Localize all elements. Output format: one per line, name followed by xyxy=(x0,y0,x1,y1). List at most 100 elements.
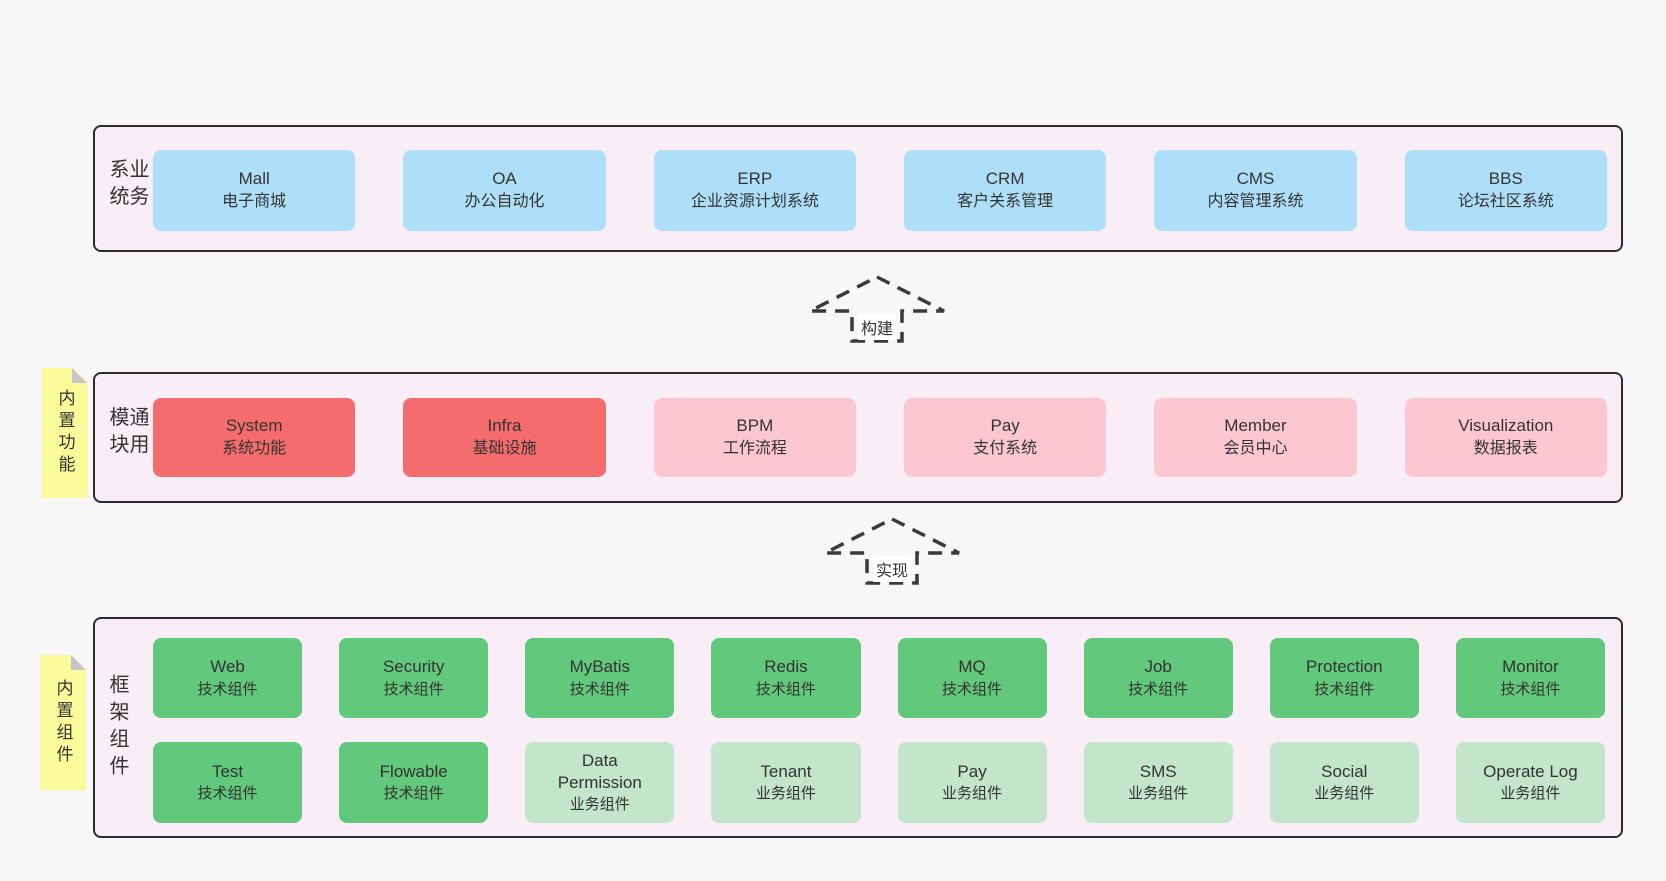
module-box-erp: ERP 企业资源计划系统 xyxy=(653,150,856,231)
component-name: Pay xyxy=(957,761,987,781)
module-name: OA xyxy=(492,169,517,189)
implement-arrow: 实现 xyxy=(822,516,962,586)
module-box-cms: CMS 内容管理系统 xyxy=(1154,150,1357,231)
business-boxes-row: Mall 电子商城 OA 办公自动化 ERP 企业资源计划系统 CRM 客户关系… xyxy=(153,150,1607,231)
component-name: SMS xyxy=(1139,761,1177,781)
module-desc: 支付系统 xyxy=(973,440,1038,458)
component-box-data-permission: Data Permission 业务组件 xyxy=(525,742,675,823)
component-name: Job xyxy=(1144,657,1172,677)
module-box-pay: Pay 支付系统 xyxy=(903,398,1107,477)
module-desc: 论坛社区系统 xyxy=(1457,193,1554,211)
module-desc: 基础设施 xyxy=(472,440,537,458)
component-desc: 技术组件 xyxy=(1314,680,1375,698)
up-arrow-icon xyxy=(824,517,960,585)
module-name: Infra xyxy=(487,416,522,436)
sticky-note-text: 内置组件 xyxy=(53,678,73,767)
component-box-monitor: Monitor 技术组件 xyxy=(1455,638,1605,718)
note-fold-corner-icon xyxy=(71,655,86,670)
component-box-redis: Redis 技术组件 xyxy=(711,638,861,718)
layer-label-business: 业务系统 xyxy=(106,157,148,212)
component-name: Web xyxy=(210,657,245,677)
module-desc: 办公自动化 xyxy=(464,193,545,211)
component-desc: 业务组件 xyxy=(942,785,1003,803)
module-name: Member xyxy=(1224,416,1287,436)
module-name: BPM xyxy=(736,416,774,436)
component-desc: 业务组件 xyxy=(1314,785,1375,803)
module-desc: 企业资源计划系统 xyxy=(690,193,819,211)
module-desc: 电子商城 xyxy=(222,193,287,211)
sticky-note-builtin-functions: 内置功能 xyxy=(42,368,88,498)
component-desc: 技术组件 xyxy=(383,785,444,803)
component-box-operate-log: Operate Log 业务组件 xyxy=(1455,742,1605,823)
layer-label-modules: 通用模块 xyxy=(106,405,148,460)
component-name: Operate Log xyxy=(1483,761,1578,781)
component-name: MyBatis xyxy=(569,657,631,677)
module-box-visualization: Visualization 数据报表 xyxy=(1404,398,1607,477)
components-row-bottom: Test 技术组件 Flowable 技术组件 Data Permission … xyxy=(153,742,1605,823)
component-name: Test xyxy=(211,761,244,781)
implement-arrow-label: 实现 xyxy=(872,556,912,582)
component-name: Flowable xyxy=(379,761,448,781)
module-box-mall: Mall 电子商城 xyxy=(153,150,356,231)
component-name: Data Permission xyxy=(557,750,642,792)
module-name: Mall xyxy=(238,169,270,189)
module-desc: 工作流程 xyxy=(722,440,787,458)
module-desc: 客户关系管理 xyxy=(957,193,1054,211)
component-name: Protection xyxy=(1306,657,1383,677)
module-desc: 数据报表 xyxy=(1473,440,1538,458)
build-arrow: 构建 xyxy=(807,274,947,344)
module-name: CMS xyxy=(1236,169,1275,189)
component-desc: 业务组件 xyxy=(1128,785,1189,803)
module-box-bbs: BBS 论坛社区系统 xyxy=(1404,150,1607,231)
business-systems-layer: 业务系统 Mall 电子商城 OA 办公自动化 ERP 企业资源计划系统 CRM… xyxy=(93,125,1623,252)
module-box-member: Member 会员中心 xyxy=(1154,398,1357,477)
component-desc: 业务组件 xyxy=(569,796,630,814)
layer-label-components: 框架组件 xyxy=(106,673,128,782)
common-modules-layer: 通用模块 System 系统功能 Infra 基础设施 BPM 工作流程 Pay… xyxy=(93,372,1623,503)
component-name: MQ xyxy=(958,657,986,677)
component-desc: 业务组件 xyxy=(755,785,816,803)
component-name: Redis xyxy=(764,657,808,677)
component-desc: 技术组件 xyxy=(1128,680,1189,698)
component-box-job: Job 技术组件 xyxy=(1083,638,1233,718)
module-name: BBS xyxy=(1488,169,1523,189)
note-fold-corner-icon xyxy=(72,368,87,383)
component-name: Monitor xyxy=(1502,657,1559,677)
components-row-top: Web 技术组件 Security 技术组件 MyBatis 技术组件 Redi… xyxy=(153,638,1605,718)
component-box-tenant: Tenant 业务组件 xyxy=(711,742,861,823)
module-box-system: System 系统功能 xyxy=(153,398,356,477)
component-box-sms: SMS 业务组件 xyxy=(1083,742,1233,823)
component-name: Social xyxy=(1321,761,1368,781)
component-name: Tenant xyxy=(760,761,812,781)
component-desc: 技术组件 xyxy=(755,680,816,698)
component-box-web: Web 技术组件 xyxy=(153,638,303,718)
component-box-flowable: Flowable 技术组件 xyxy=(339,742,489,823)
component-box-protection: Protection 技术组件 xyxy=(1269,638,1419,718)
component-box-mybatis: MyBatis 技术组件 xyxy=(525,638,675,718)
modules-boxes-row: System 系统功能 Infra 基础设施 BPM 工作流程 Pay 支付系统… xyxy=(153,398,1607,477)
module-box-bpm: BPM 工作流程 xyxy=(653,398,856,477)
component-desc: 技术组件 xyxy=(383,680,444,698)
component-desc: 技术组件 xyxy=(197,785,258,803)
module-desc: 会员中心 xyxy=(1223,440,1288,458)
module-name: Visualization xyxy=(1458,416,1554,436)
module-desc: 系统功能 xyxy=(222,440,287,458)
component-desc: 技术组件 xyxy=(1500,680,1561,698)
component-desc: 业务组件 xyxy=(1500,785,1561,803)
module-box-oa: OA 办公自动化 xyxy=(403,150,606,231)
module-name: Pay xyxy=(990,416,1020,436)
module-desc: 内容管理系统 xyxy=(1207,193,1304,211)
module-name: CRM xyxy=(985,169,1025,189)
component-name: Security xyxy=(382,657,445,677)
build-arrow-label: 构建 xyxy=(857,314,897,340)
component-box-pay: Pay 业务组件 xyxy=(897,742,1047,823)
component-box-social: Social 业务组件 xyxy=(1269,742,1419,823)
component-desc: 技术组件 xyxy=(569,680,630,698)
module-box-infra: Infra 基础设施 xyxy=(403,398,606,477)
framework-components-layer: 框架组件 Web 技术组件 Security 技术组件 MyBatis 技术组件… xyxy=(93,617,1623,838)
sticky-note-builtin-components: 内置组件 xyxy=(40,655,86,790)
sticky-note-text: 内置功能 xyxy=(55,389,75,477)
component-desc: 技术组件 xyxy=(197,680,258,698)
module-box-crm: CRM 客户关系管理 xyxy=(903,150,1107,231)
